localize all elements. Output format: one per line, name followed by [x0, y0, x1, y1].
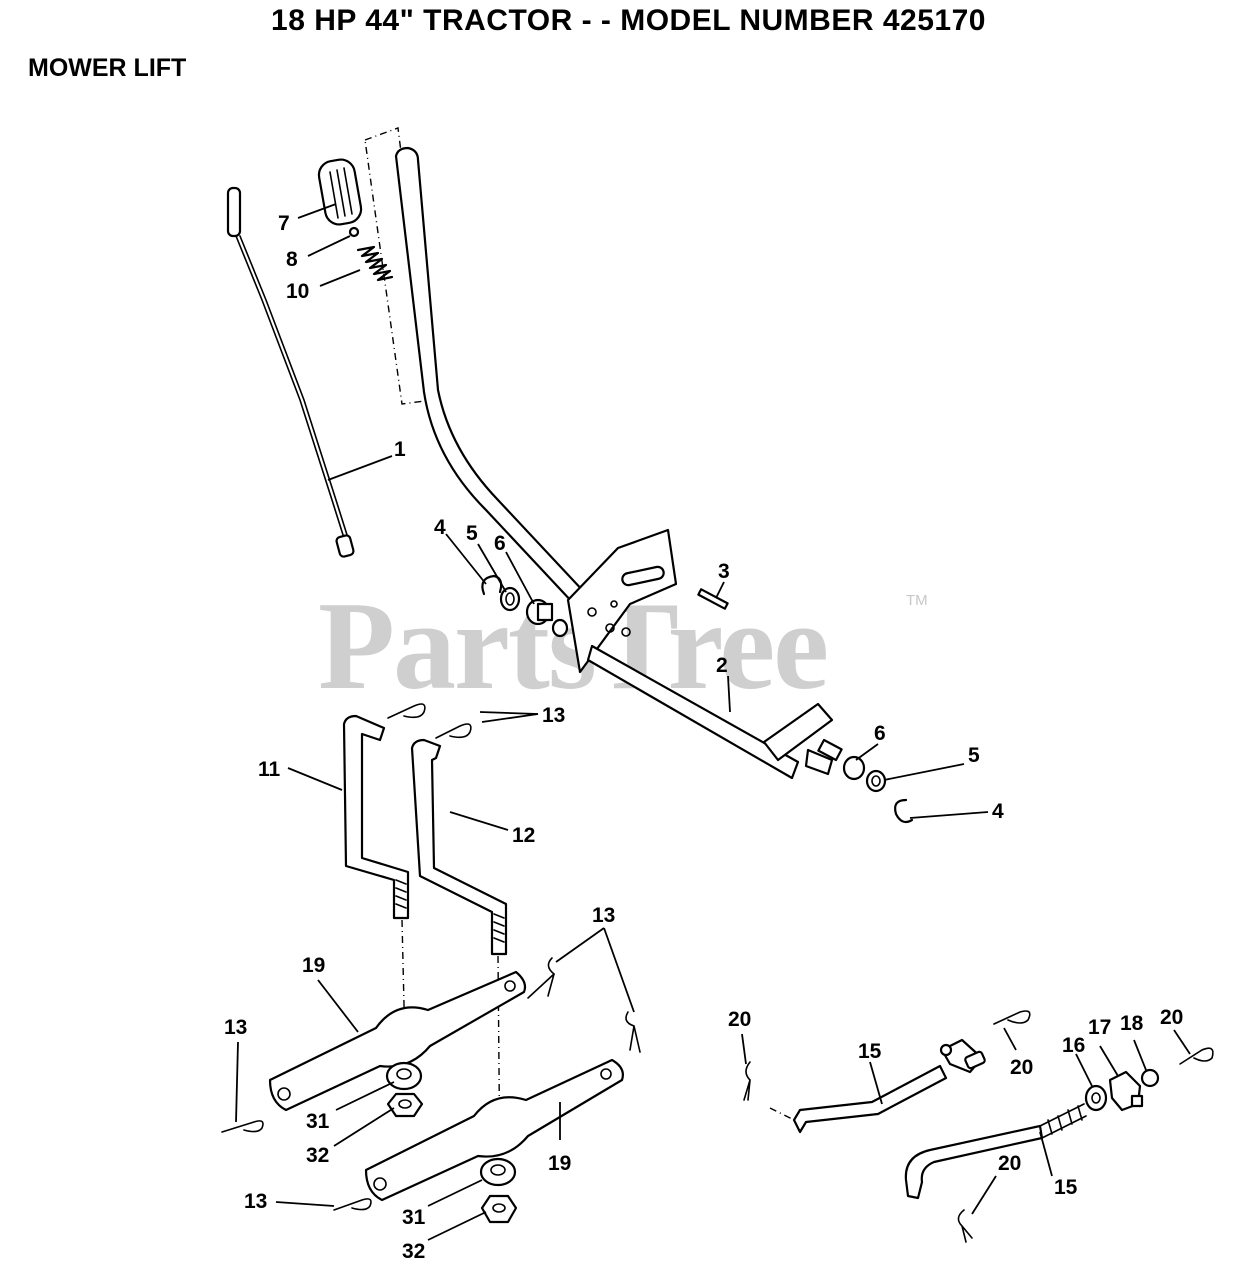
part-20-pin-left[interactable] — [743, 1061, 751, 1101]
callout-31-upper: 31 — [306, 1110, 330, 1133]
part-18-bolt[interactable] — [1130, 1068, 1160, 1108]
callout-10: 10 — [286, 280, 309, 303]
callout-1: 1 — [394, 438, 406, 461]
callout-13-lower: 13 — [244, 1190, 267, 1213]
part-7-handle-grip[interactable] — [317, 157, 364, 226]
part-10-spring[interactable] — [356, 245, 394, 282]
part-5-washer-right[interactable] — [865, 769, 887, 793]
callout-32-upper: 32 — [306, 1144, 329, 1167]
callout-15-lower: 15 — [1054, 1176, 1078, 1199]
callout-13-top: 13 — [542, 704, 565, 727]
part-20-pin-right[interactable] — [1179, 1047, 1214, 1065]
part-1-lift-rod[interactable] — [226, 186, 355, 558]
callout-19-upper: 19 — [302, 954, 325, 977]
lift-handle-arm[interactable] — [394, 146, 588, 606]
callout-6-right: 6 — [874, 722, 886, 745]
rod-15-trunnion-block[interactable] — [939, 1038, 986, 1074]
callout-11: 11 — [258, 758, 281, 781]
part-19-lift-arm-lower[interactable] — [364, 1058, 624, 1202]
section-title: MOWER LIFT — [28, 54, 187, 82]
callout-4-left: 4 — [434, 516, 446, 539]
callout-20-bottom: 20 — [998, 1152, 1021, 1175]
part-6-bushing-left[interactable] — [525, 598, 569, 638]
centerline-rod-15 — [769, 1107, 795, 1121]
callout-31-lower: 31 — [402, 1206, 426, 1229]
callout-13-mid: 13 — [592, 904, 615, 927]
part-5-washer-left[interactable] — [499, 586, 521, 612]
part-13-hairpin-mid-2[interactable] — [625, 1011, 641, 1053]
part-11-lift-link[interactable] — [342, 714, 410, 920]
callout-6-left: 6 — [494, 532, 506, 555]
callout-16: 16 — [1062, 1034, 1085, 1057]
part-8-ball[interactable] — [348, 226, 360, 238]
callout-8: 8 — [286, 248, 298, 271]
part-15-rod-upper[interactable] — [792, 1064, 948, 1134]
page-title: 18 HP 44" TRACTOR - - MODEL NUMBER 42517… — [271, 4, 986, 37]
callout-12: 12 — [512, 824, 535, 847]
part-31-nut-upper[interactable] — [385, 1061, 423, 1091]
part-13-hairpin-top-2[interactable] — [435, 723, 472, 739]
part-20-pin-bottom[interactable] — [957, 1209, 973, 1243]
part-13-hairpin-mid-1[interactable] — [527, 957, 556, 999]
trademark-mark: TM — [906, 592, 928, 609]
part-3-key[interactable] — [697, 588, 729, 610]
callout-20-right: 20 — [1160, 1006, 1183, 1029]
callout-20-left: 20 — [728, 1008, 751, 1031]
leader-lines — [235, 203, 1191, 1241]
part-2-cross-shaft[interactable] — [566, 528, 834, 780]
part-4-clip-right[interactable] — [894, 798, 914, 824]
part-32-nut-lower[interactable] — [480, 1194, 518, 1224]
callout-32-lower: 32 — [402, 1240, 425, 1263]
centerline-link-11 — [401, 919, 407, 1091]
callout-18: 18 — [1120, 1012, 1144, 1035]
callout-2: 2 — [716, 654, 728, 677]
callout-13-left: 13 — [224, 1016, 247, 1039]
part-12-lift-link[interactable] — [410, 738, 508, 956]
part-13-hairpin-top-1[interactable] — [387, 703, 426, 719]
callout-19-lower: 19 — [548, 1152, 571, 1175]
callout-17: 17 — [1088, 1016, 1111, 1039]
callout-4-right: 4 — [992, 800, 1004, 823]
callout-20-top: 20 — [1010, 1056, 1033, 1079]
part-20-pin-top[interactable] — [993, 1010, 1031, 1025]
part-13-hairpin-lower[interactable] — [333, 1198, 372, 1211]
callout-7: 7 — [278, 212, 290, 235]
part-31-nut-lower[interactable] — [479, 1157, 517, 1187]
part-13-hairpin-left[interactable] — [221, 1120, 264, 1133]
callout-5-right: 5 — [968, 744, 980, 767]
part-6-bushing-right[interactable] — [817, 738, 866, 781]
callout-5-left: 5 — [466, 522, 478, 545]
part-16-nut[interactable] — [1084, 1084, 1108, 1112]
part-15-rod-lower[interactable] — [904, 1103, 1087, 1200]
callout-15-upper: 15 — [858, 1040, 882, 1063]
part-32-nut-upper[interactable] — [386, 1092, 424, 1118]
callout-3: 3 — [718, 560, 730, 583]
part-19-lift-arm-upper[interactable] — [268, 970, 527, 1112]
